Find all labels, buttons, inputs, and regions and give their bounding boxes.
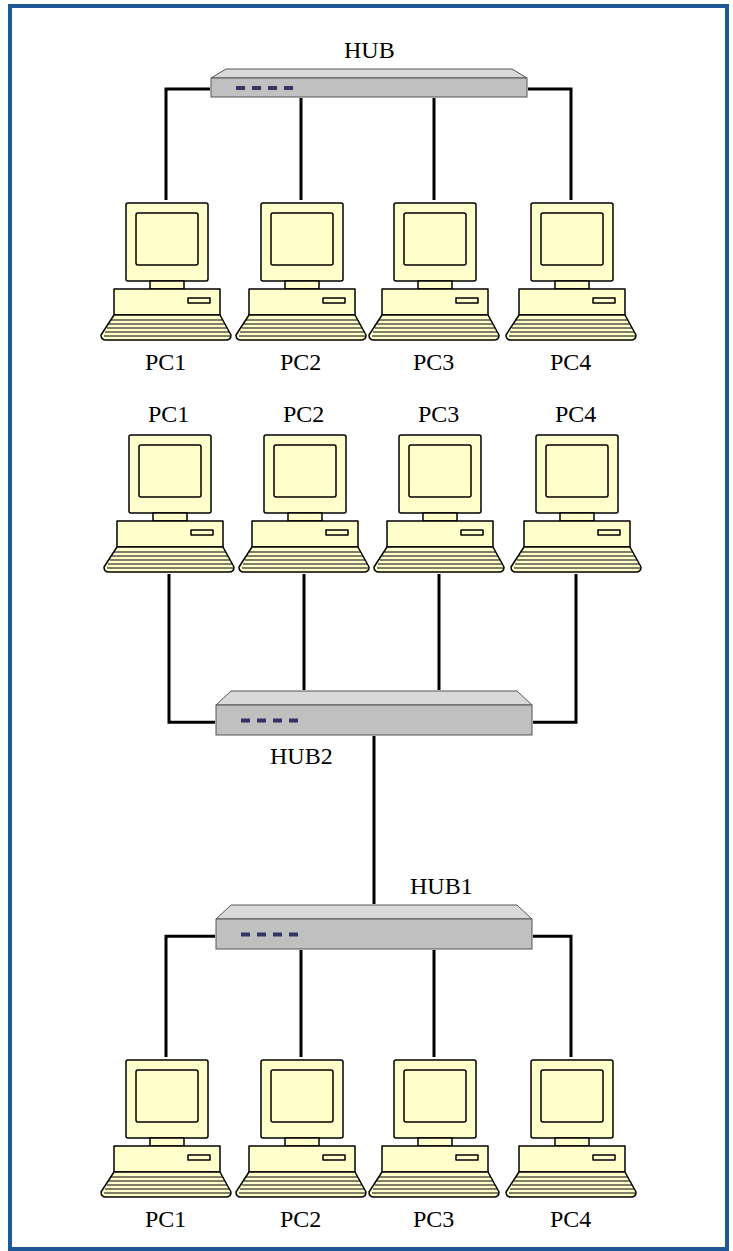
pc-label: PC4 bbox=[550, 348, 591, 376]
network-cable bbox=[300, 98, 303, 200]
pc-label: PC1 bbox=[145, 1205, 186, 1233]
pc-node: PC1 bbox=[100, 1057, 232, 1199]
pc-node: PC1 bbox=[103, 432, 235, 574]
pc-label: PC2 bbox=[280, 348, 321, 376]
computer-icon bbox=[505, 200, 637, 342]
pc-label: PC3 bbox=[413, 348, 454, 376]
hub-device bbox=[215, 690, 533, 736]
computer-icon bbox=[368, 1057, 500, 1199]
pc-node: PC1 bbox=[100, 200, 232, 342]
pc-node: PC3 bbox=[373, 432, 505, 574]
pc-label: PC2 bbox=[280, 1205, 321, 1233]
pc-node: PC4 bbox=[505, 200, 637, 342]
hub-node: HUB1 bbox=[215, 904, 533, 950]
network-cable bbox=[533, 574, 576, 722]
computer-icon bbox=[100, 200, 232, 342]
pc-node: PC2 bbox=[235, 1057, 367, 1199]
network-cable bbox=[303, 574, 306, 690]
pc-node: PC3 bbox=[368, 1057, 500, 1199]
pc-label: PC4 bbox=[550, 1205, 591, 1233]
hub-device bbox=[210, 68, 528, 98]
network-cable bbox=[433, 950, 436, 1057]
pc-node: PC4 bbox=[510, 432, 642, 574]
network-cable bbox=[373, 736, 376, 904]
network-cable bbox=[438, 574, 441, 690]
network-cable bbox=[533, 936, 571, 1057]
hub-device bbox=[215, 904, 533, 950]
hub-node: HUB bbox=[210, 68, 528, 98]
hub-label: HUB1 bbox=[410, 872, 473, 900]
computer-icon bbox=[235, 200, 367, 342]
computer-icon bbox=[373, 432, 505, 574]
network-cable bbox=[433, 98, 436, 200]
pc-label: PC2 bbox=[283, 400, 324, 428]
pc-label: PC3 bbox=[413, 1205, 454, 1233]
pc-label: PC4 bbox=[555, 400, 596, 428]
computer-icon bbox=[238, 432, 370, 574]
computer-icon bbox=[505, 1057, 637, 1199]
computer-icon bbox=[235, 1057, 367, 1199]
pc-label: PC3 bbox=[418, 400, 459, 428]
computer-icon bbox=[368, 200, 500, 342]
pc-node: PC2 bbox=[235, 200, 367, 342]
hub-label: HUB bbox=[344, 36, 395, 64]
pc-label: PC1 bbox=[145, 348, 186, 376]
computer-icon bbox=[510, 432, 642, 574]
network-cable bbox=[169, 574, 215, 722]
network-cable bbox=[166, 89, 210, 200]
network-cable bbox=[528, 89, 571, 200]
computer-icon bbox=[103, 432, 235, 574]
computer-icon bbox=[100, 1057, 232, 1199]
pc-node: PC3 bbox=[368, 200, 500, 342]
network-cable bbox=[300, 950, 303, 1057]
hub-node: HUB2 bbox=[215, 690, 533, 736]
pc-label: PC1 bbox=[148, 400, 189, 428]
page-frame bbox=[8, 4, 729, 1251]
hub-label: HUB2 bbox=[270, 742, 333, 770]
network-cable bbox=[166, 936, 215, 1057]
pc-node: PC2 bbox=[238, 432, 370, 574]
pc-node: PC4 bbox=[505, 1057, 637, 1199]
